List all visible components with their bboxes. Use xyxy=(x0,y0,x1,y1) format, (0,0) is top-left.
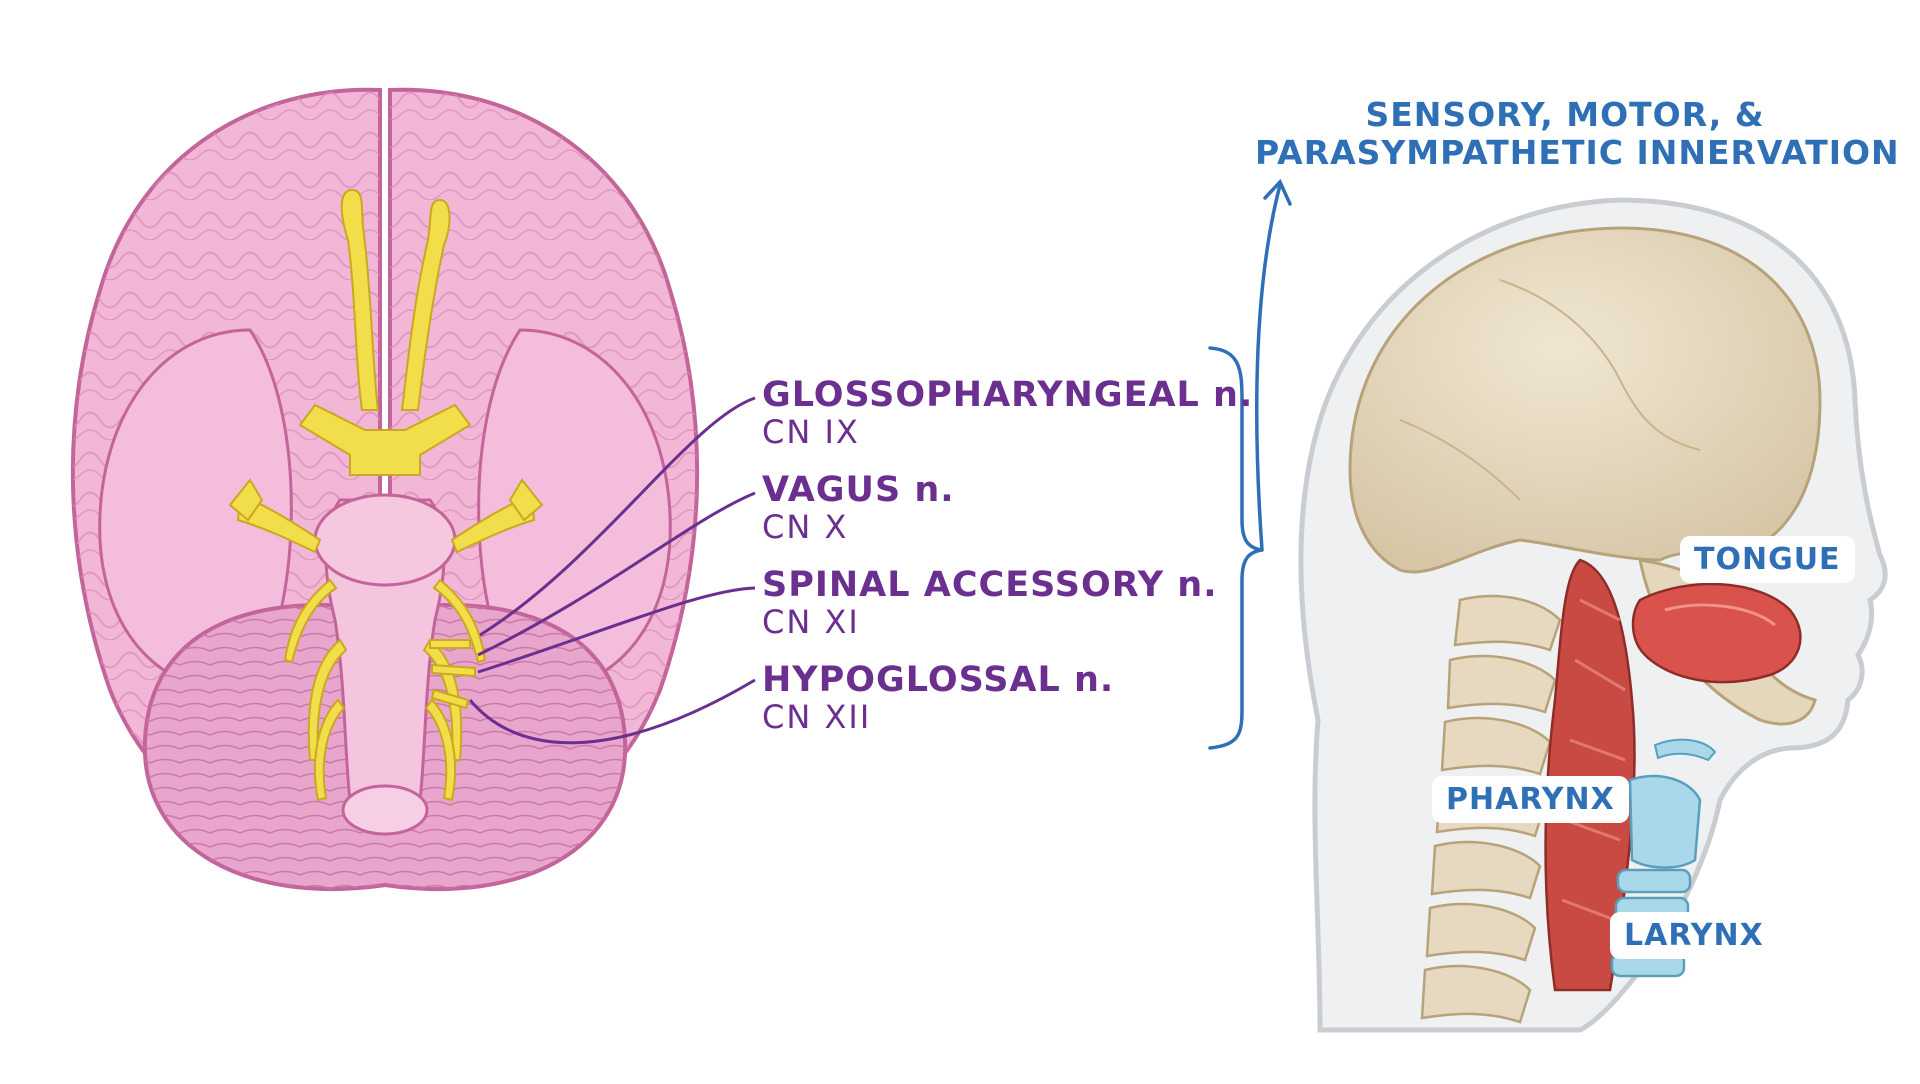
nerve-label-hypoglossal: HYPOGLOSSAL n. CN XII xyxy=(762,663,1114,733)
nerve-name: VAGUS n. xyxy=(762,473,955,508)
region-label-tongue: TONGUE xyxy=(1680,536,1855,583)
brain-illustration xyxy=(73,90,697,889)
region-label-pharynx: PHARYNX xyxy=(1432,776,1629,823)
head-illustration xyxy=(1301,200,1885,1030)
nerve-cn-number: CN X xyxy=(762,511,955,543)
nerve-label-spinal-accessory: SPINAL ACCESSORY n. CN XI xyxy=(762,568,1218,638)
pons xyxy=(315,495,455,585)
nerve-cn-number: CN XII xyxy=(762,701,1114,733)
nerve-label-glossopharyngeal: GLOSSOPHARYNGEAL n. CN IX xyxy=(762,378,1253,448)
nerve-name: GLOSSOPHARYNGEAL n. xyxy=(762,378,1253,413)
innervation-heading: SENSORY, MOTOR, & PARASYMPATHETIC INNERV… xyxy=(1255,96,1875,172)
region-label-larynx: LARYNX xyxy=(1610,912,1778,959)
nerve-cn-number: CN XI xyxy=(762,606,1218,638)
nerve-label-vagus: VAGUS n. CN X xyxy=(762,473,955,543)
innervation-arrow xyxy=(1257,182,1290,550)
nerve-cn-number: CN IX xyxy=(762,416,1253,448)
nerve-name: HYPOGLOSSAL n. xyxy=(762,663,1114,698)
innervation-heading-line1: SENSORY, MOTOR, & xyxy=(1255,96,1875,134)
nerve-name: SPINAL ACCESSORY n. xyxy=(762,568,1218,603)
innervation-heading-line2: PARASYMPATHETIC INNERVATION xyxy=(1255,134,1875,172)
